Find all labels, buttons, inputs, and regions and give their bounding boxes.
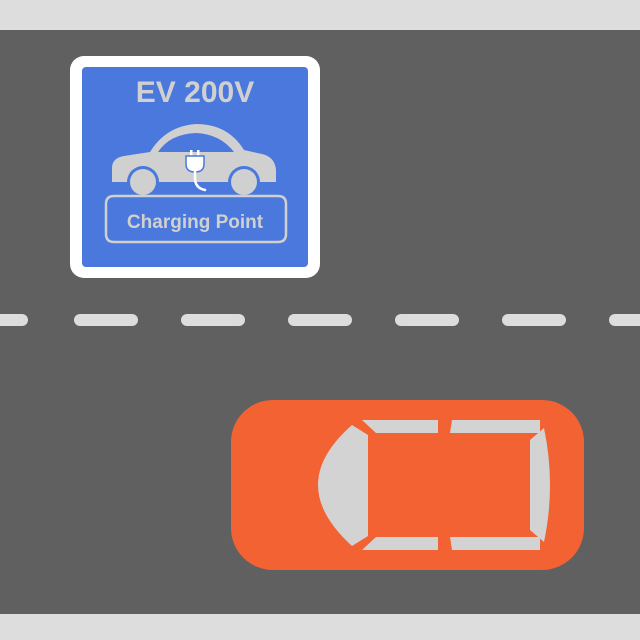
plug-prong [197, 150, 200, 157]
ev-charging-sign: EV 200V Charging Point [70, 56, 320, 278]
windshield [318, 425, 368, 546]
front-wheel [231, 169, 257, 195]
car-top-view-icon [231, 400, 584, 570]
sign-caption: Charging Point [127, 212, 264, 233]
car-silhouette [112, 124, 276, 182]
lane-dash [0, 314, 28, 326]
top-sidewalk [0, 0, 640, 30]
lane-divider [0, 314, 640, 326]
sign-title: EV 200V [136, 76, 254, 109]
plug-icon [185, 150, 207, 192]
rear-window [530, 428, 550, 542]
rear-wheel [130, 169, 156, 195]
car-window [158, 133, 234, 152]
bottom-sidewalk [0, 614, 640, 640]
side-window [450, 420, 540, 433]
side-window [362, 537, 438, 550]
plug-head [185, 155, 205, 173]
lane-dash [288, 314, 352, 326]
plug-prong [190, 150, 193, 157]
lane-dash [502, 314, 566, 326]
ev-car-plug-icon [112, 124, 276, 198]
lane-dash [74, 314, 138, 326]
side-window [362, 420, 438, 433]
lane-dash [181, 314, 245, 326]
caption-frame [104, 194, 288, 244]
lane-dash [395, 314, 459, 326]
side-window [450, 537, 540, 550]
car-body [231, 400, 584, 570]
plug-cable [193, 170, 207, 192]
lane-dash [609, 314, 640, 326]
